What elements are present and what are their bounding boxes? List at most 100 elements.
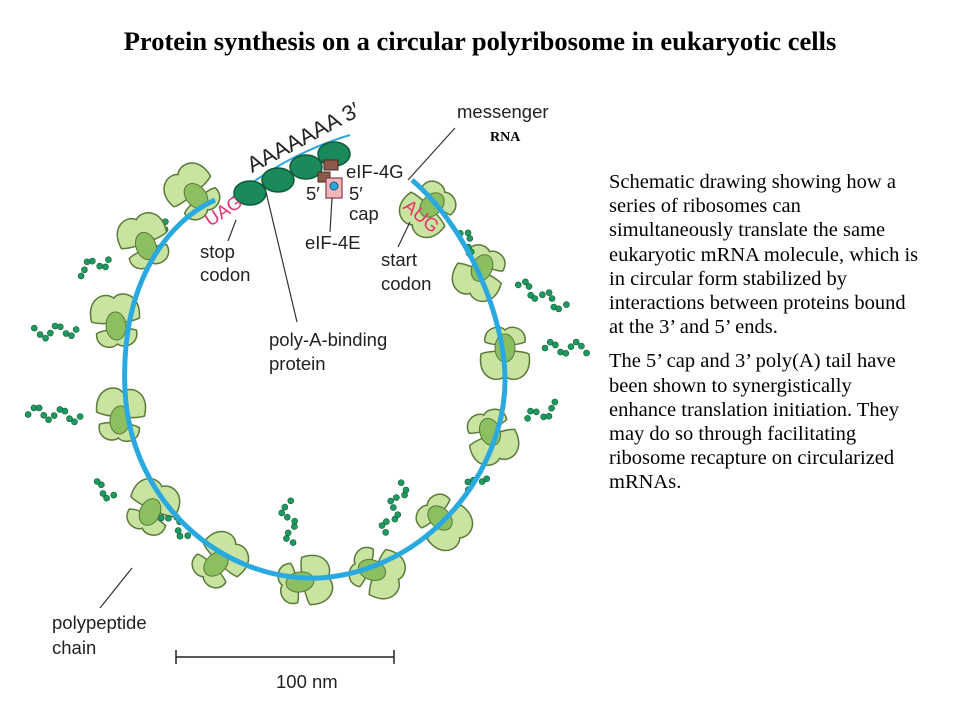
start-label-line2: codon	[381, 273, 431, 294]
polypeptide-bead	[81, 266, 88, 274]
polypeptide-bead	[287, 497, 295, 505]
ribosome	[415, 475, 491, 552]
polypeptide-bead	[110, 491, 118, 499]
five-prime-label: 5′	[306, 183, 320, 204]
polypeptide-bead	[105, 256, 112, 263]
polypeptide-bead	[76, 413, 84, 420]
polypeptide-bead	[464, 478, 472, 486]
polypeptide-bead	[466, 235, 474, 242]
polypeptide-bead	[30, 404, 38, 412]
rna-label: RNA	[490, 130, 521, 145]
polypeptide-bead	[567, 343, 575, 351]
polypeptide-bead	[464, 229, 472, 237]
description-paragraph-1: Schematic drawing showing how a series o…	[609, 171, 919, 339]
polypeptide-bead	[68, 332, 75, 340]
polypeptide-bead	[291, 517, 298, 525]
polypeptide-bead	[284, 529, 292, 537]
poly-a-binding-proteins	[233, 141, 351, 206]
polypeptide-bead	[555, 305, 563, 313]
polypeptide-bead	[83, 258, 91, 266]
polypeptide-bead	[545, 289, 553, 296]
polypeptide-bead	[47, 329, 54, 337]
polypeptide-bead	[383, 518, 390, 525]
eif4g-label: eIF-4G	[346, 161, 404, 182]
polypeptide-bead	[552, 341, 559, 349]
polypeptide-bead	[522, 278, 529, 286]
polypeptide-bead	[390, 504, 397, 511]
polypeptide-bead	[66, 415, 73, 422]
polypeptide-bead	[71, 418, 78, 426]
polypeptide-bead	[541, 344, 549, 352]
pabp-label-line1: poly-A-binding	[269, 329, 387, 350]
scale-bar: 100 nm	[175, 650, 395, 692]
slide-title: Protein synthesis on a circular polyribo…	[123, 26, 837, 56]
polypeptide-bead	[583, 349, 590, 357]
ribosome-core	[105, 311, 127, 341]
pabp-label-line2: protein	[269, 353, 326, 374]
ribosome	[398, 180, 475, 256]
polypeptide-bead	[99, 490, 107, 497]
polypeptide-bead	[531, 295, 539, 302]
polypeptide-bead	[93, 478, 101, 485]
polypeptide-bead	[524, 415, 531, 422]
ribosome	[30, 293, 141, 349]
polypeptide-bead	[174, 527, 182, 534]
polypeptide-bead	[551, 398, 559, 406]
polypeptide-bead	[402, 486, 410, 494]
polypeptide-bead	[102, 263, 109, 271]
polypeptide-bead	[527, 407, 534, 415]
polypeptide-bead	[397, 479, 405, 486]
polypeptide-bead	[62, 330, 70, 337]
polypeptide-bead	[281, 503, 289, 511]
ribosome	[77, 212, 170, 280]
five-prime-cap-label: 5′	[349, 183, 363, 204]
polypeptide-bead	[30, 324, 38, 332]
polypeptide-bead	[539, 291, 546, 299]
polypeptide-bead	[548, 295, 556, 302]
polypeptide-bead	[525, 283, 533, 290]
start-codon-pointer	[397, 221, 411, 248]
stop-label-line2: codon	[200, 264, 250, 285]
eif4e-pointer	[329, 197, 333, 233]
polypeptide-bead	[483, 475, 491, 483]
polypeptide-bead	[96, 262, 103, 270]
polypeptide-bead	[42, 334, 49, 342]
pabp-pointer	[265, 191, 298, 323]
description-paragraph-2: The 5’ cap and 3’ poly(A) tail have been…	[609, 350, 899, 494]
polypeptide-bead	[45, 416, 52, 424]
polypeptide-bead	[394, 511, 402, 518]
eif4g-icon-lower	[317, 171, 331, 183]
ribosome-core	[427, 505, 453, 531]
polypeptide-bead	[72, 326, 80, 333]
pabp-blob-2	[261, 167, 295, 193]
polypeptide-bead	[165, 514, 172, 522]
eif4g-icon	[323, 159, 339, 171]
polypeptide-bead	[283, 535, 290, 542]
cap-dot-icon	[329, 181, 339, 191]
polypeptide-bead	[24, 411, 32, 418]
polypeptide-pointer	[99, 567, 133, 609]
ribosome	[466, 398, 559, 466]
polypeptide-bead	[283, 513, 291, 521]
polypeptide-bead	[56, 406, 64, 413]
ribosome	[348, 479, 410, 600]
ribosome	[479, 326, 590, 381]
mrna-ring	[122, 178, 508, 581]
ribosome	[93, 477, 181, 536]
polypeptide-bead	[176, 532, 184, 540]
ribosome	[451, 244, 570, 313]
scale-bar-label: 100 nm	[276, 671, 338, 692]
polypeptide-bead	[103, 494, 110, 502]
polypeptide-bead	[184, 532, 192, 540]
pabp-blob-3	[289, 154, 323, 180]
polypeptide-bead	[578, 342, 585, 350]
eif4e-label: eIF-4E	[305, 232, 361, 253]
polypeptide-bead	[393, 494, 400, 501]
polypeptide-bead	[545, 412, 553, 420]
polypeptide-bead	[514, 281, 522, 289]
messenger-label: messenger	[457, 101, 549, 122]
polypeptide-bead	[36, 331, 44, 338]
polypeptide-bead	[563, 301, 570, 308]
